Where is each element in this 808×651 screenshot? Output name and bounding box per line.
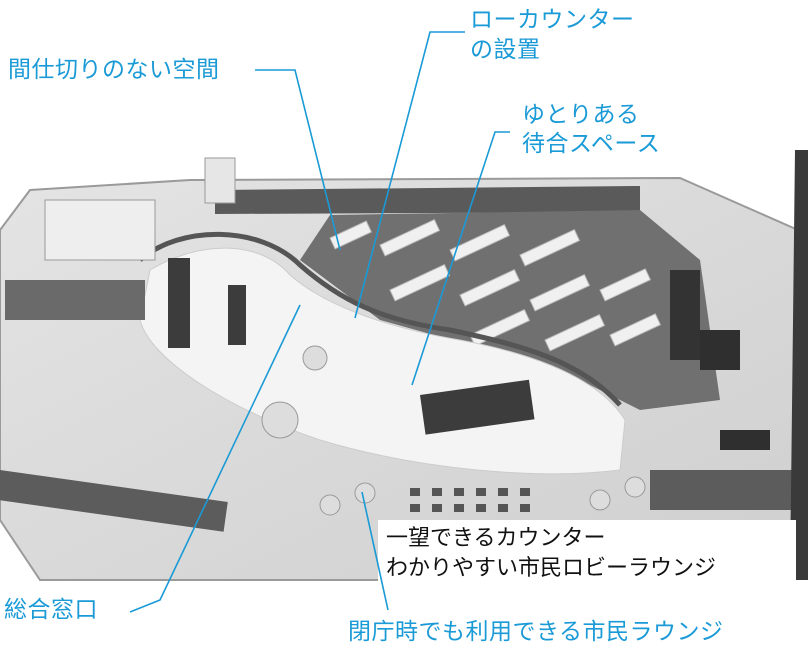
escalator-center	[420, 379, 535, 435]
leader-low-counter	[354, 31, 465, 319]
back-wall	[215, 186, 640, 214]
leader-civic-lounge	[361, 491, 389, 611]
lounge-tables	[261, 345, 646, 516]
leader-lines	[129, 31, 510, 613]
caption-line-2: わかりやすい市民ロビーラウンジ	[386, 556, 717, 581]
curved-counter	[138, 231, 622, 407]
service-room-3	[720, 430, 770, 450]
caption-line-1: 一望できるカウンター	[386, 526, 606, 551]
service-room-2	[700, 330, 740, 370]
office-area	[300, 210, 720, 410]
right-edge-shadow	[790, 150, 808, 580]
label-low-counter-1: ローカウンター	[470, 7, 635, 33]
leader-open-space	[255, 69, 341, 251]
label-low-counter-2: の設置	[470, 37, 541, 63]
bottom-band-right	[650, 470, 800, 510]
leader-general-window	[129, 304, 301, 613]
label-waiting-space-1: ゆとりある	[522, 102, 640, 128]
caption-backdrop	[378, 520, 796, 586]
service-room	[670, 270, 700, 360]
label-waiting-space-2: 待合スペース	[522, 131, 661, 157]
bottom-band-left	[0, 470, 228, 532]
left-block	[5, 280, 145, 320]
escalator-left-2	[228, 285, 246, 345]
label-general-window: 総合窓口	[4, 597, 98, 623]
left-office	[44, 199, 156, 261]
leader-waiting-space	[411, 131, 510, 386]
tower	[204, 157, 236, 204]
label-open-space: 間仕切りのない空間	[8, 57, 220, 83]
escalator-left	[168, 258, 190, 348]
lounge-chairs	[410, 488, 530, 512]
label-civic-lounge: 閉庁時でも利用できる市民ラウンジ	[348, 619, 724, 645]
